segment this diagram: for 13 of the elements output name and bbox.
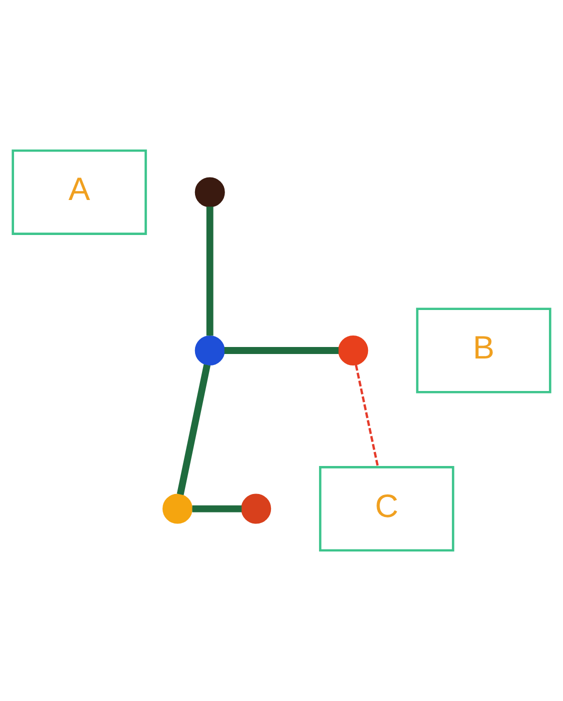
node-box: C — [319, 466, 454, 552]
connector — [176, 364, 210, 496]
connector — [224, 347, 339, 354]
connector — [192, 505, 242, 512]
connector — [354, 364, 379, 468]
node-box: A — [12, 149, 147, 235]
node-box: B — [416, 308, 552, 394]
node-circle — [338, 335, 368, 366]
node-circle — [194, 177, 225, 208]
connector — [206, 206, 214, 336]
node-circle — [162, 494, 193, 524]
node-circle — [194, 335, 225, 366]
node-circle — [241, 494, 272, 524]
